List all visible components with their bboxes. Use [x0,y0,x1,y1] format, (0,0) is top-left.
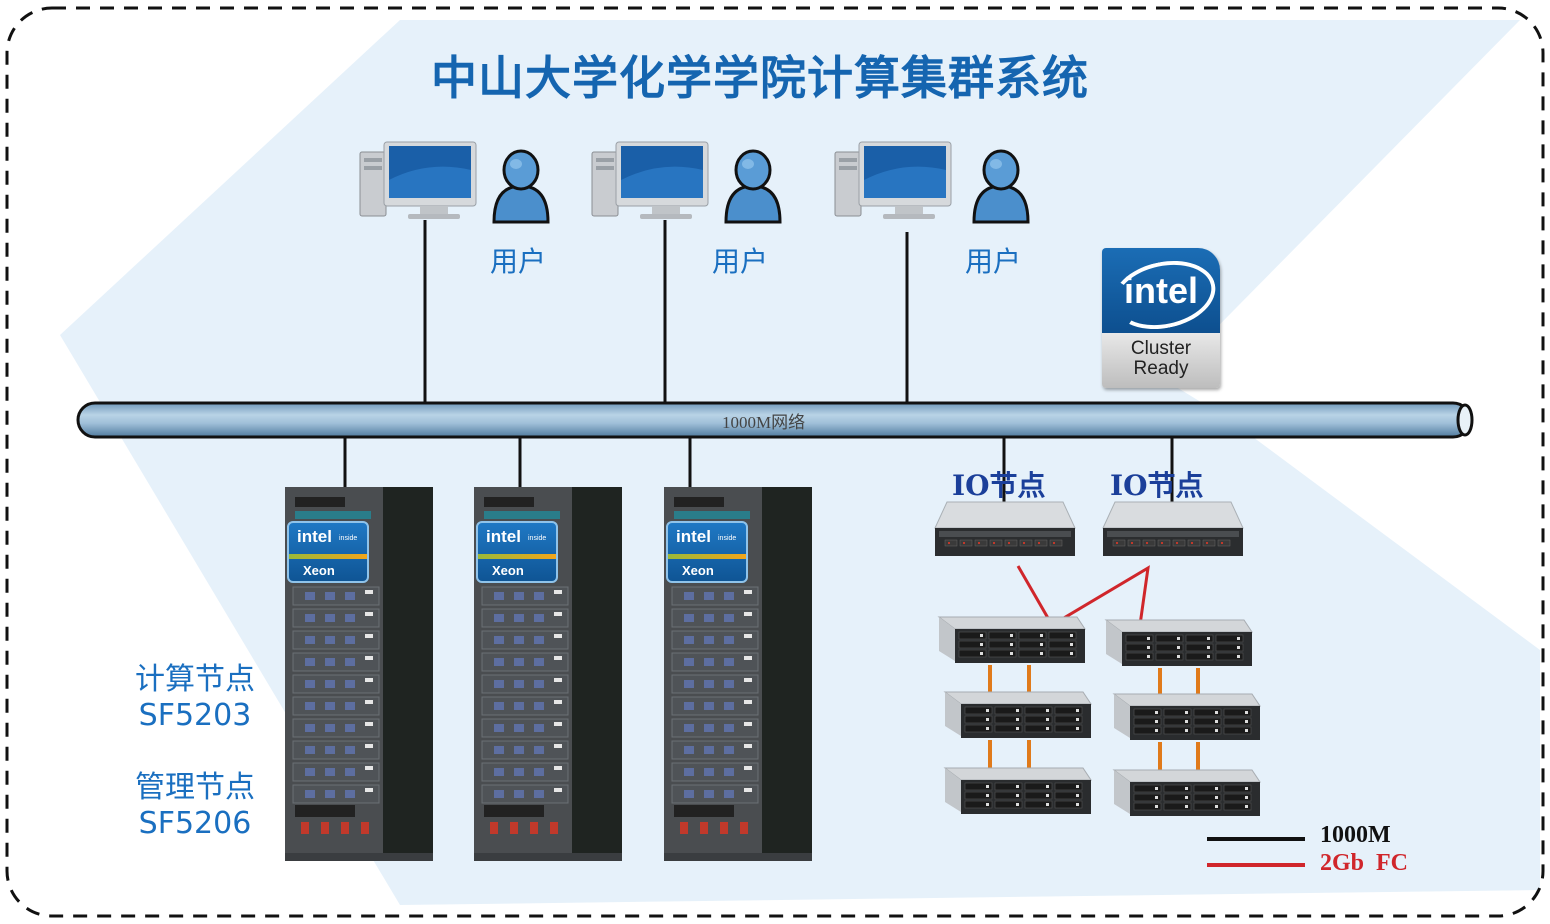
desktop-computer-icon [833,140,955,226]
diagram-title: 中山大学化学学院计算集群系统 [431,51,1089,105]
io-node-label-2: IO节点 [1110,469,1204,502]
server-rack [664,487,812,867]
management-node-model: SF5206 [138,806,252,841]
fc-link-left [1016,565,1150,628]
xeon-badge-product: Xeon [492,563,524,578]
io-server [1101,500,1245,564]
storage-array [943,766,1093,820]
xeon-badge-sub: inside [339,535,358,542]
compute-node-name: 计算节点 [135,662,255,697]
io-node-label-1: IO节点 [952,469,1046,502]
xeon-badge-brand: intel [676,527,711,546]
user-label: 用户 [965,245,1022,278]
desktop-computer-icon [590,140,712,226]
network-label: 1000M网络 [722,413,806,432]
storage-array [937,615,1087,669]
network-bus [76,401,1474,439]
user-icon [488,146,554,230]
storage-array [1112,692,1262,746]
dashed-frame [5,6,1545,918]
compute-node-label: 计算节点 SF5203 [110,662,280,734]
desktop-computer-icon [358,140,480,226]
xeon-badge-product: Xeon [682,563,714,578]
user-icon [720,146,786,230]
io-server [933,500,1077,564]
intel-logo: intel [1123,270,1198,311]
management-node-label: 管理节点 SF5206 [110,770,280,842]
intel-cluster-ready-badge: intel Cluster Ready [1102,248,1220,388]
user-label: 用户 [712,245,769,278]
storage-array [1112,768,1262,822]
management-node-name: 管理节点 [135,770,255,805]
xeon-badge-sub: inside [528,535,547,542]
legend-label-ethernet: 1000M [1320,822,1391,848]
xeon-badge-brand: intel [297,527,332,546]
compute-node-model: SF5203 [138,698,252,733]
storage-array [1104,618,1254,672]
storage-array [943,690,1093,744]
user-label: 用户 [490,245,547,278]
user-icon [968,146,1034,230]
xeon-badge-sub: inside [718,535,737,542]
legend-label-fc: 2Gb FC [1320,850,1409,876]
xeon-badge-brand: intel [486,527,521,546]
sas-links [988,665,1200,770]
xeon-badge-product: Xeon [303,563,335,578]
badge-line-1: Cluster [1130,338,1192,359]
badge-line-2: Ready [1133,358,1189,379]
